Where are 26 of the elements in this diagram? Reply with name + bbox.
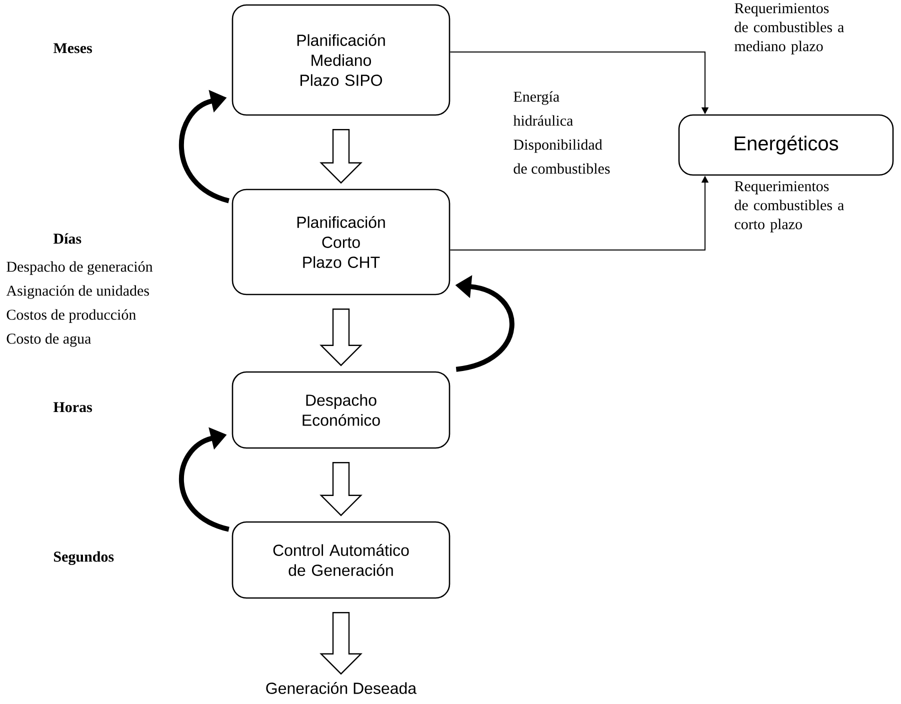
note-text: Costo de agua bbox=[6, 333, 91, 347]
edge-label: Requerimientos de combustibles a corto plazo bbox=[734, 181, 844, 232]
edge-label: Requerimientos de combustibles a mediano plazo bbox=[734, 3, 844, 54]
time-scale-label: Días bbox=[53, 233, 82, 244]
curved-arrow bbox=[179, 90, 230, 204]
output-label: Generación Deseada bbox=[266, 682, 417, 694]
note-text: de combustibles bbox=[514, 163, 610, 174]
process-box: Despacho Económico bbox=[232, 371, 450, 449]
block-arrow bbox=[320, 129, 362, 184]
process-box: Planificación Mediano Plazo SIPO bbox=[232, 4, 450, 116]
note-text: Costos de producción bbox=[6, 309, 136, 323]
time-scale-label: Meses bbox=[53, 43, 92, 54]
process-box: Energéticos bbox=[678, 114, 894, 176]
curved-arrow bbox=[179, 427, 230, 532]
block-arrow bbox=[320, 308, 362, 366]
block-arrow bbox=[320, 612, 362, 675]
process-box: Planificación Corto Plazo CHT bbox=[232, 188, 450, 296]
note-text: hidráulica bbox=[513, 115, 573, 126]
process-box: Control Automático de Generación bbox=[232, 521, 450, 599]
note-text: Despacho de generación bbox=[6, 261, 153, 275]
note-text: Energía bbox=[514, 91, 560, 105]
block-arrow bbox=[320, 462, 362, 516]
note-text: Disponibilidad bbox=[514, 139, 602, 153]
note-text: Asignación de unidades bbox=[6, 285, 149, 299]
time-scale-label: Horas bbox=[53, 402, 92, 412]
time-scale-label: Segundos bbox=[54, 551, 114, 565]
